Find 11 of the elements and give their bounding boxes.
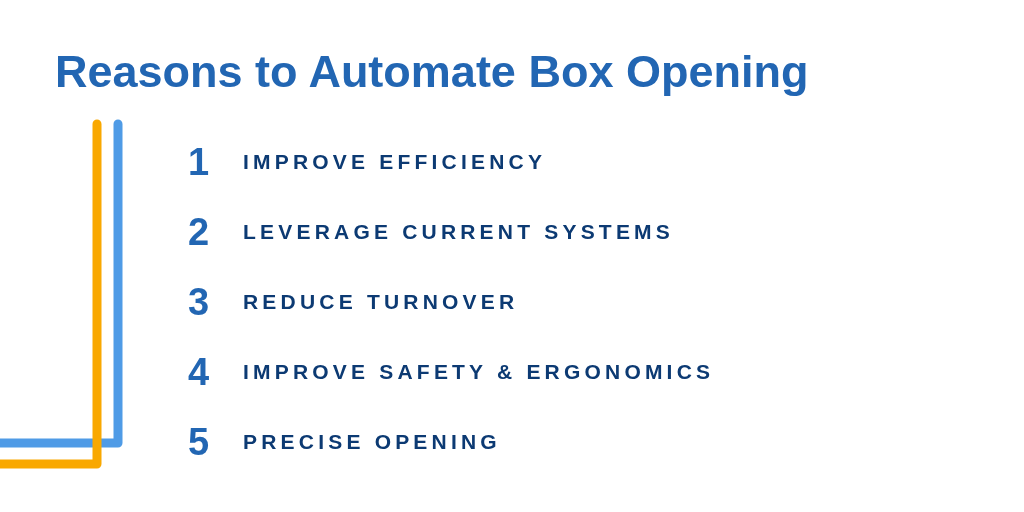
item-number: 4 — [188, 353, 211, 391]
reason-text: REDUCE TURNOVER — [243, 289, 519, 316]
item-number: 2 — [188, 213, 211, 251]
reason-text: IMPROVE SAFETY & ERGONOMICS — [243, 359, 715, 386]
item-number: 3 — [188, 283, 211, 321]
item-number: 5 — [188, 423, 211, 461]
reason-text: LEVERAGE CURRENT SYSTEMS — [243, 219, 674, 246]
reason-text: PRECISE OPENING — [243, 429, 501, 456]
item-number: 1 — [188, 143, 211, 181]
reason-text: IMPROVE EFFICIENCY — [243, 149, 547, 176]
title: Reasons to Automate Box Opening — [55, 45, 809, 99]
